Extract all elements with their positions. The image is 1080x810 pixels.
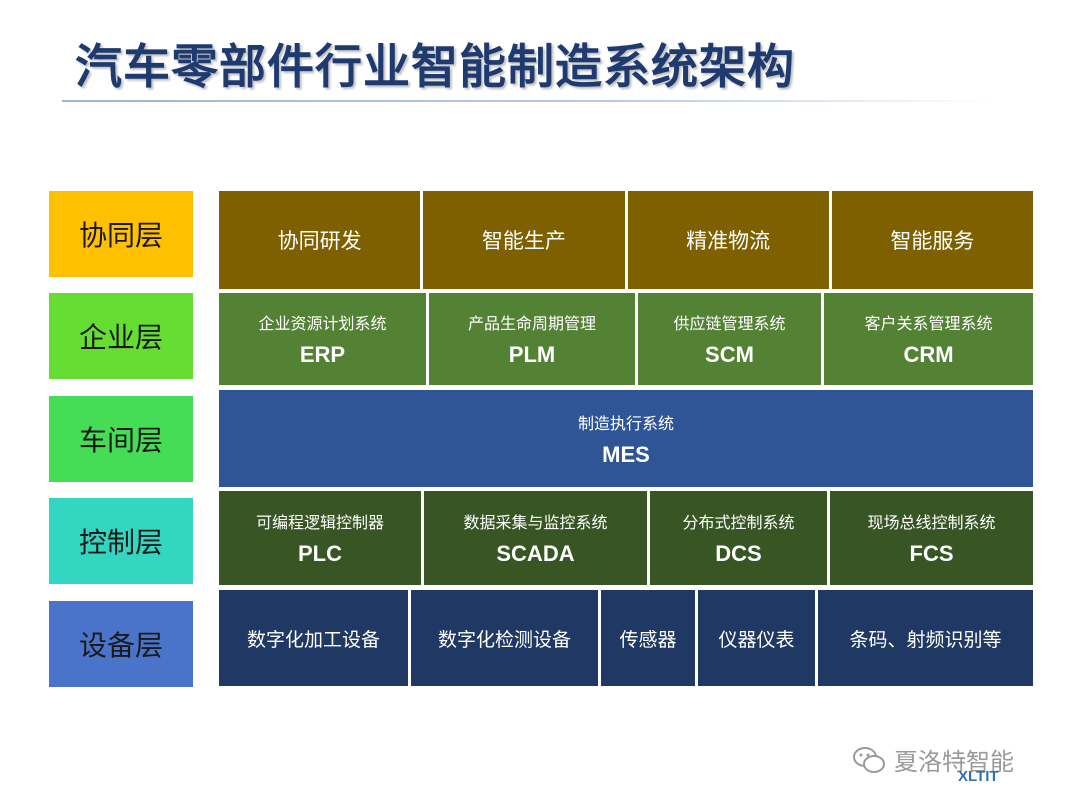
enterprise-row: 企业资源计划系统 ERP 产品生命周期管理 PLM 供应链管理系统 SCM 客户…: [219, 293, 1033, 385]
system-name: 企业资源计划系统: [258, 314, 387, 333]
watermark: 夏洛特智能: [852, 742, 1014, 777]
system-code: PLC: [298, 541, 342, 566]
system-code: PLM: [508, 342, 556, 367]
collab-label: 协同研发: [277, 229, 362, 253]
workshop-row: 制造执行系统 MES: [219, 390, 1033, 487]
device-label: 传感器: [619, 628, 677, 651]
device-row: 数字化加工设备 数字化检测设备 传感器 仪器仪表 条码、射频识别等: [219, 590, 1033, 686]
device-cell-instrument: 仪器仪表: [698, 590, 815, 686]
title-divider: [62, 100, 994, 102]
device-label: 数字化检测设备: [437, 628, 571, 651]
collab-cell-logistics: 精准物流: [627, 191, 829, 289]
collab-cell-production: 智能生产: [423, 191, 625, 289]
control-cell-fcs: 现场总线控制系统 FCS: [830, 491, 1033, 585]
device-label: 条码、射频识别等: [849, 628, 1002, 651]
system-code: DCS: [715, 541, 762, 566]
enterprise-cell-erp: 企业资源计划系统 ERP: [219, 293, 426, 385]
device-cell-sensor: 传感器: [601, 590, 695, 686]
system-name: 现场总线控制系统: [867, 513, 996, 532]
device-cell-barcode-rfid: 条码、射频识别等: [818, 590, 1033, 686]
device-label: 数字化加工设备: [246, 628, 380, 651]
system-name: 数据采集与监控系统: [463, 513, 608, 532]
page-title: 汽车零部件行业智能制造系统架构: [75, 40, 795, 95]
system-name: 可编程逻辑控制器: [255, 513, 384, 532]
collab-cell-rnd: 协同研发: [219, 191, 421, 289]
watermark-text: 夏洛特智能: [894, 748, 1014, 776]
system-name: 制造执行系统: [577, 413, 674, 433]
system-name: 客户关系管理系统: [864, 314, 993, 333]
system-name: 分布式控制系统: [682, 513, 795, 532]
collab-label: 智能生产: [481, 229, 566, 253]
enterprise-cell-scm: 供应链管理系统 SCM: [638, 293, 821, 385]
control-cell-plc: 可编程逻辑控制器 PLC: [219, 491, 421, 585]
watermark-logo: XLTIT: [958, 768, 999, 785]
system-code: CRM: [903, 342, 954, 367]
layer-label-control: 控制层: [49, 498, 193, 584]
collab-label: 精准物流: [686, 229, 771, 253]
collab-label: 智能服务: [890, 229, 975, 253]
layer-label-enterprise: 企业层: [49, 293, 193, 379]
system-name: 产品生命周期管理: [467, 314, 596, 333]
enterprise-cell-crm: 客户关系管理系统 CRM: [824, 293, 1033, 385]
workshop-cell-mes: 制造执行系统 MES: [219, 390, 1033, 487]
control-cell-scada: 数据采集与监控系统 SCADA: [424, 491, 647, 585]
system-code: MES: [602, 441, 650, 467]
wechat-icon: [853, 746, 885, 773]
system-code: FCS: [909, 541, 954, 566]
system-code: ERP: [299, 342, 346, 367]
collaboration-row: 协同研发 智能生产 精准物流 智能服务: [219, 191, 1033, 289]
system-code: SCADA: [496, 541, 575, 566]
device-label: 仪器仪表: [718, 628, 795, 651]
collab-cell-service: 智能服务: [831, 191, 1033, 289]
layer-label-workshop: 车间层: [49, 396, 193, 482]
control-cell-dcs: 分布式控制系统 DCS: [650, 491, 827, 585]
system-name: 供应链管理系统: [673, 314, 786, 333]
device-cell-inspection: 数字化检测设备: [411, 590, 598, 686]
system-code: SCM: [705, 342, 754, 367]
device-cell-machining: 数字化加工设备: [219, 590, 408, 686]
layer-label-collaboration: 协同层: [49, 191, 193, 277]
layer-label-device: 设备层: [49, 601, 193, 687]
enterprise-cell-plm: 产品生命周期管理 PLM: [429, 293, 635, 385]
control-row: 可编程逻辑控制器 PLC 数据采集与监控系统 SCADA 分布式控制系统 DCS…: [219, 491, 1033, 585]
